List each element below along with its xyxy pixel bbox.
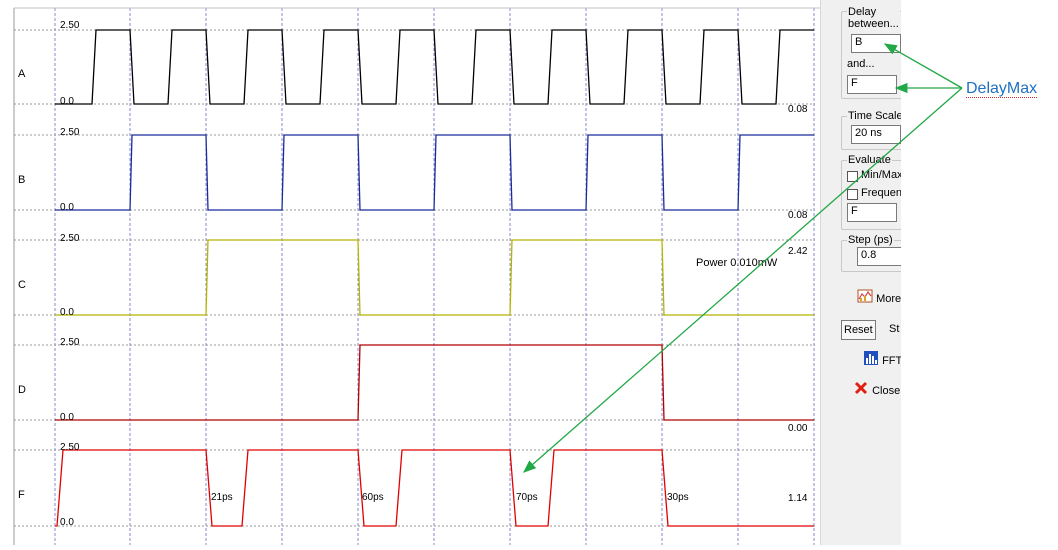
signal-label-b: B <box>18 174 26 186</box>
time-scale-field[interactable]: 20 ns <box>851 125 901 144</box>
min-label-d: 0.0 <box>60 412 74 423</box>
signal-label-d: D <box>18 384 26 396</box>
time-scale-title: Time Scale <box>847 110 901 122</box>
value-c: 2.42 <box>788 246 808 257</box>
value-a: 0.08 <box>788 104 808 115</box>
max-label-b: 2.50 <box>60 127 80 138</box>
waveform-a <box>55 29 814 105</box>
close-button[interactable]: Close <box>853 380 901 400</box>
delay-to-field[interactable]: F <box>847 75 897 94</box>
step-field[interactable]: 0.8 <box>857 247 901 266</box>
bar-chart-icon <box>863 350 879 372</box>
value-d: 0.00 <box>788 423 808 434</box>
max-label-a: 2.50 <box>60 20 80 31</box>
delay-tag-1: 21ps <box>211 492 233 503</box>
annotation-label: DelayMax <box>966 80 1038 98</box>
delay-tag-4: 30ps <box>667 492 689 503</box>
chart-icon <box>857 288 873 310</box>
control-panel: Delay between... B and... F Time Scale 2… <box>820 0 901 545</box>
min-label-f: 0.0 <box>60 517 74 528</box>
reset-button[interactable]: Reset <box>841 320 876 340</box>
min-label-a: 0.0 <box>60 96 74 107</box>
min-label-c: 0.0 <box>60 307 74 318</box>
step-title: Step (ps) <box>847 234 894 246</box>
annotation-text: DelayMax <box>966 80 1038 98</box>
fft-button[interactable]: FFT <box>863 350 901 370</box>
delay-group-title: Delay between... <box>847 6 900 30</box>
minmax-checkbox[interactable] <box>847 171 858 182</box>
value-b: 0.08 <box>788 210 808 221</box>
waveform-b <box>55 134 814 211</box>
waveform-area[interactable]: A B C D F 2.50 0.0 2.50 0.0 2.50 0.0 2.5… <box>0 0 820 550</box>
close-icon <box>853 380 869 402</box>
evaluate-field[interactable]: F <box>847 203 897 222</box>
and-label: and... <box>847 58 875 70</box>
close-label: Close <box>872 384 901 397</box>
signal-label-c: C <box>18 279 26 291</box>
frequency-checkbox[interactable] <box>847 189 858 200</box>
frequency-label: Frequency <box>861 187 901 199</box>
minmax-label: Min/Max <box>861 169 901 181</box>
more-button[interactable]: More <box>857 288 901 308</box>
delay-from-field[interactable]: B <box>851 34 901 53</box>
fft-label: FFT <box>882 354 901 367</box>
max-label-f: 2.50 <box>60 442 80 453</box>
signal-label-f: F <box>18 489 25 501</box>
start-button[interactable]: St <box>889 323 900 335</box>
max-label-d: 2.50 <box>60 337 80 348</box>
evaluate-title: Evaluate <box>847 154 892 166</box>
delay-title-line1: Delay <box>848 6 877 18</box>
max-label-c: 2.50 <box>60 233 80 244</box>
waveform-canvas[interactable] <box>0 0 820 550</box>
delay-tag-3: 70ps <box>516 492 538 503</box>
delay-tag-2: 60ps <box>362 492 384 503</box>
power-readout: Power 0.010mW <box>696 257 778 269</box>
more-label: More <box>876 292 901 305</box>
min-label-b: 0.0 <box>60 202 74 213</box>
delay-title-line2: between... <box>848 18 899 30</box>
signal-label-a: A <box>18 68 26 80</box>
value-f: 1.14 <box>788 493 808 504</box>
